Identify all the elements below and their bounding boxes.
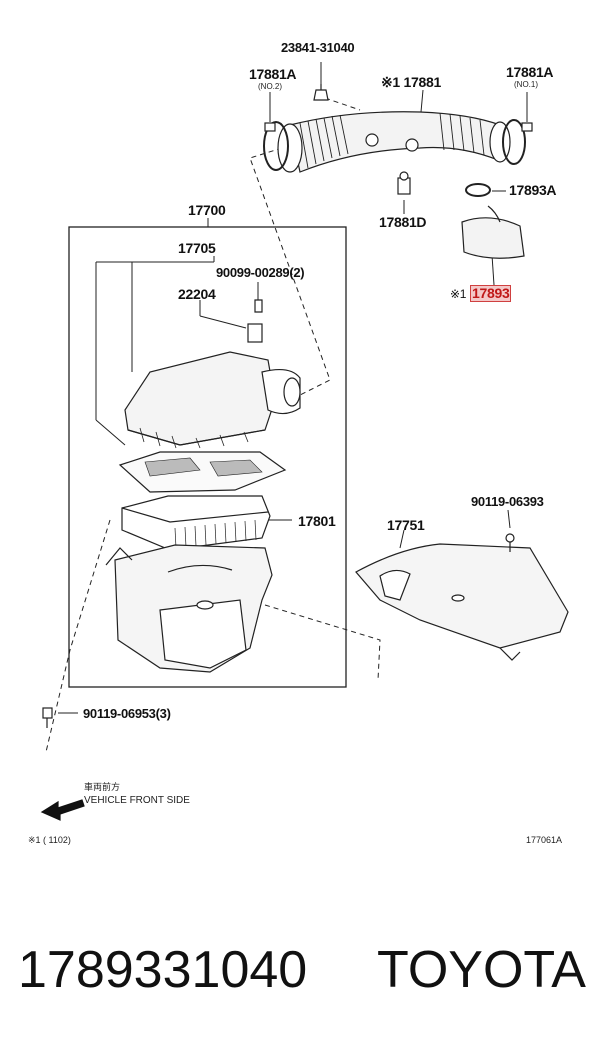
front-arrow [40,799,85,821]
label-17881d: 17881D [379,214,427,230]
direction-jp: 車両前方 [84,782,121,792]
bolt-left [42,707,53,728]
intake-hose [277,111,511,173]
direction-en: VEHICLE FRONT SIDE [84,795,190,806]
hose-clamp-left [263,121,289,171]
label-90099-00289: 90099-00289(2) [216,265,305,280]
label-22204: 22204 [178,286,216,302]
label-17893a: 17893A [509,182,557,198]
fitting-17881d [397,171,411,195]
label-17705: 17705 [178,240,216,256]
air-cleaner-case [105,544,273,673]
label-17881a-left: 17881A [249,66,297,82]
label-17881a-right-sub: (NO.1) [514,80,538,89]
label-17881a-right: 17881A [506,64,554,80]
part-number: 1789331040 [18,941,308,999]
label-17893-prefix: ※1 [450,287,467,301]
label-17801: 17801 [298,513,336,529]
brand-name: TOYOTA [377,941,586,999]
leader-lines [58,62,528,714]
parts-diagram: 23841-31040 17881A (NO.2) ※1 17881 17881… [28,40,569,845]
hose-clamp-right [502,119,533,165]
label-17700: 17700 [188,202,226,218]
label-90119-06953: 90119-06953(3) [83,706,171,721]
air-cleaner-cap [124,299,301,449]
clamp-17893a [465,183,491,197]
label-17751: 17751 [387,517,425,533]
label-23841-31040: 23841-31040 [281,40,355,55]
footnote-right: 177061A [526,835,563,845]
footnote-left: ※1 ( 1102) [28,835,71,845]
part-footer: 1789331040 TOYOTA [0,930,600,1020]
clip-part [313,84,329,101]
air-duct-17751 [355,533,569,661]
label-17881: ※1 17881 [381,74,441,90]
dashed-lines [45,97,509,753]
label-90119-06393: 90119-06393 [471,494,544,509]
gasket-mesh [118,451,287,493]
hose-17893 [461,205,525,259]
filter-element [121,495,271,551]
diagram-drawing [40,62,569,821]
label-17893-highlight[interactable]: 17893 [470,285,512,302]
label-17881a-left-sub: (NO.2) [258,82,282,91]
